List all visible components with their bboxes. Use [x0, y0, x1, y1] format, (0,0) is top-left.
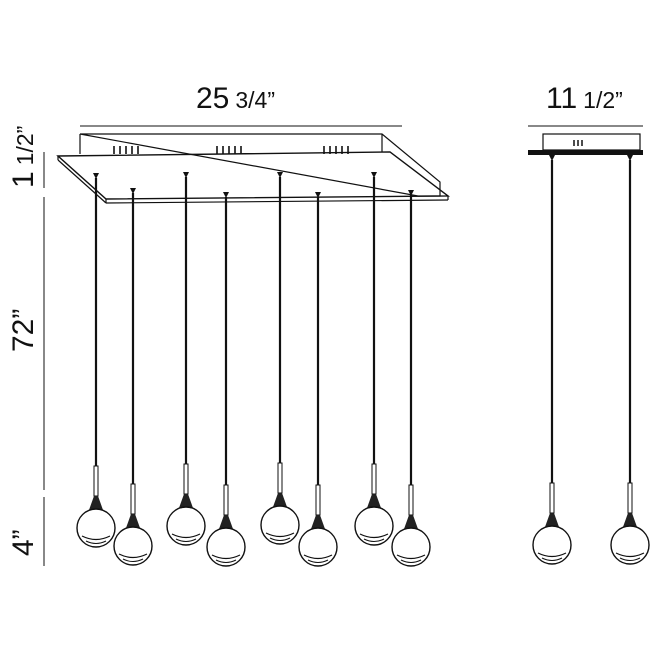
- pendant: [532, 155, 572, 565]
- cord-hook: [371, 172, 377, 178]
- svg-text:11/2”: 1 1/2”: [7, 126, 40, 188]
- pendant: [391, 190, 431, 567]
- globe: [206, 527, 246, 567]
- side-width-fraction: 1/2”: [583, 87, 623, 113]
- globe: [391, 527, 431, 567]
- globe-highlight: [211, 554, 241, 560]
- pendant: [166, 172, 206, 546]
- terminal-block: [216, 146, 242, 154]
- globe-bottom: [307, 559, 329, 563]
- socket: [273, 493, 287, 507]
- globe-highlight: [615, 552, 645, 558]
- cord-hook: [223, 192, 229, 198]
- cord-hook: [130, 188, 136, 194]
- socket: [367, 494, 381, 508]
- pendant: [260, 172, 300, 545]
- sleeve: [277, 462, 283, 494]
- globe-height-label: 4”: [7, 529, 40, 556]
- side-pendant-group: [532, 155, 650, 565]
- cord-hook: [549, 155, 555, 161]
- globe-highlight: [81, 535, 111, 541]
- cord-hook: [408, 190, 414, 196]
- sleeve: [549, 482, 555, 514]
- socket: [545, 513, 559, 527]
- globe-highlight: [359, 533, 389, 539]
- sleeve: [371, 463, 377, 495]
- globe-bottom: [541, 557, 563, 561]
- globe-bottom: [122, 558, 144, 562]
- socket: [623, 513, 637, 527]
- pendant: [113, 188, 153, 566]
- terminal-block: [323, 146, 349, 154]
- globe-highlight: [118, 553, 148, 559]
- front-pendant-group: [76, 172, 431, 567]
- sleeve: [223, 484, 229, 516]
- globe: [260, 505, 300, 545]
- socket: [311, 515, 325, 529]
- globe-bottom: [215, 559, 237, 563]
- globe: [76, 508, 116, 548]
- front-canopy: [56, 133, 451, 204]
- globe-highlight: [303, 554, 333, 560]
- globe: [532, 525, 572, 565]
- cord-hook: [627, 155, 633, 161]
- pendant: [206, 192, 246, 567]
- globe-bottom: [400, 559, 422, 563]
- sleeve: [627, 482, 633, 514]
- globe: [354, 506, 394, 546]
- globe: [610, 525, 650, 565]
- socket: [219, 515, 233, 529]
- socket: [404, 515, 418, 529]
- sleeve: [93, 465, 99, 497]
- globe-highlight: [171, 533, 201, 539]
- globe: [298, 527, 338, 567]
- globe-highlight: [265, 532, 295, 538]
- canopy-height-whole: 1: [7, 171, 40, 188]
- svg-text:253/4”: 253/4”: [196, 82, 275, 115]
- globe-bottom: [363, 538, 385, 542]
- front-width-whole: 25: [196, 82, 229, 115]
- terminal-block: [113, 146, 139, 154]
- side-canopy: [528, 133, 643, 155]
- globe-highlight: [396, 554, 426, 560]
- cord-hook: [183, 172, 189, 178]
- side-width-whole: 11: [546, 82, 577, 115]
- sleeve: [408, 484, 414, 516]
- pendant: [76, 173, 116, 548]
- globe-bottom: [85, 540, 107, 544]
- pendant: [354, 172, 394, 546]
- pendant: [610, 155, 650, 565]
- cord-hook: [93, 173, 99, 179]
- globe-bottom: [619, 557, 641, 561]
- globe-bottom: [269, 537, 291, 541]
- globe: [166, 506, 206, 546]
- socket: [89, 496, 103, 510]
- svg-text:111/2”: 111/2”: [546, 82, 623, 115]
- socket: [179, 494, 193, 508]
- cord-length-label: 72”: [7, 309, 40, 352]
- globe: [113, 526, 153, 566]
- sleeve: [183, 463, 189, 495]
- socket: [126, 514, 140, 528]
- pendant: [298, 192, 338, 567]
- sleeve: [315, 484, 321, 516]
- vertical-dimensions: 1 1/2” 72” 4”: [7, 126, 45, 566]
- cord-hook: [315, 192, 321, 198]
- canopy-height-fraction: 1/2”: [12, 126, 38, 166]
- globe-highlight: [537, 552, 567, 558]
- sleeve: [130, 483, 136, 515]
- cord-hook: [277, 172, 283, 178]
- globe-bottom: [175, 538, 197, 542]
- front-width-fraction: 3/4”: [235, 87, 275, 113]
